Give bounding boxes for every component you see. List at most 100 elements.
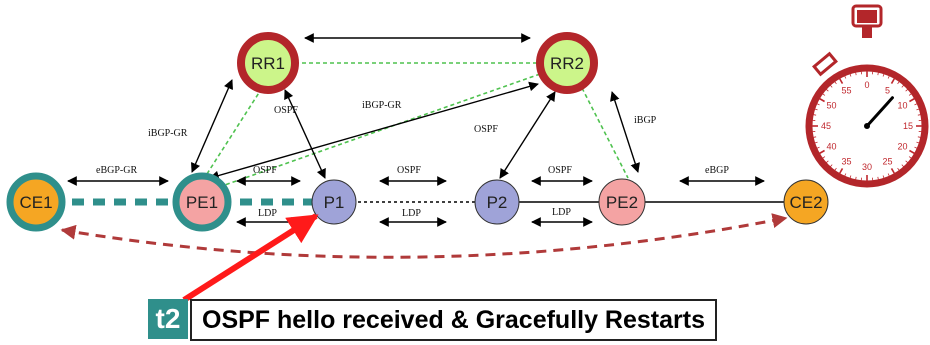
rr1-pe1-dashed bbox=[204, 87, 263, 178]
stopwatch-tick bbox=[882, 73, 885, 77]
node-ce1-label: CE1 bbox=[19, 193, 52, 212]
stopwatch-tick bbox=[909, 149, 916, 155]
stopwatch-tick bbox=[887, 173, 890, 177]
stopwatch-tick bbox=[834, 81, 837, 85]
stopwatch-tick bbox=[825, 88, 829, 92]
stopwatch-tick bbox=[838, 168, 844, 175]
node-p2-label: P2 bbox=[487, 193, 508, 212]
node-rr2: RR2 bbox=[536, 32, 598, 94]
stopwatch-tick bbox=[855, 72, 857, 76]
node-ce2-label: CE2 bbox=[789, 193, 822, 212]
arrow-rr2-pe2 bbox=[610, 91, 640, 173]
stopwatch-tick bbox=[844, 75, 847, 79]
stopwatch-number: 0 bbox=[864, 80, 869, 90]
stopwatch-tick bbox=[916, 141, 920, 144]
stopwatch-tick bbox=[838, 77, 844, 84]
stopwatch-tick bbox=[908, 156, 912, 159]
arrow-rr1-pe1 bbox=[191, 79, 233, 173]
stopwatch-tick bbox=[822, 93, 826, 96]
stopwatch-tick bbox=[901, 84, 905, 88]
node-pe1: PE1 bbox=[172, 172, 232, 232]
stopwatch-tick bbox=[901, 164, 905, 168]
arrow-rr1-p1 bbox=[284, 89, 326, 179]
stopwatch-hand bbox=[865, 96, 894, 128]
stopwatch-number: 55 bbox=[841, 85, 851, 95]
end-to-end-arc bbox=[60, 213, 788, 259]
node-p1: P1 bbox=[311, 179, 357, 225]
label-ldp-p1-p2: LDP bbox=[402, 208, 421, 219]
stopwatch-tick bbox=[816, 103, 820, 106]
stopwatch-number: 5 bbox=[885, 85, 890, 95]
stopwatch-ticks bbox=[812, 71, 922, 181]
label-ebgp-gr: eBGP-GR bbox=[96, 165, 137, 176]
stopwatch-tick bbox=[897, 81, 900, 85]
stopwatch-tick bbox=[813, 114, 817, 116]
label-ospf-p2-pe2: OSPF bbox=[548, 165, 572, 176]
stopwatch-tick bbox=[855, 176, 857, 180]
stopwatch-number: 40 bbox=[826, 142, 836, 152]
label-ibgp-gr-mid: iBGP-GR bbox=[362, 100, 402, 111]
arrow-rr2-pe1 bbox=[209, 81, 539, 181]
stopwatch-tick bbox=[849, 175, 852, 179]
stopwatch-tick bbox=[914, 146, 918, 149]
label-ibgp: iBGP bbox=[634, 115, 657, 126]
node-rr2-label: RR2 bbox=[550, 54, 584, 73]
stopwatch-tick bbox=[890, 77, 896, 84]
stopwatch-tick bbox=[825, 160, 829, 164]
stopwatch-number: 25 bbox=[882, 157, 892, 167]
stopwatch-number: 20 bbox=[897, 142, 907, 152]
stopwatch-tick bbox=[816, 146, 820, 149]
node-p2: P2 bbox=[474, 179, 520, 225]
stopwatch-numbers: 0 5 10 15 20 25 30 35 40 45 50 55 bbox=[821, 80, 913, 172]
stopwatch-tick bbox=[844, 173, 847, 177]
stopwatch-tick bbox=[877, 72, 879, 76]
node-pe1-label: PE1 bbox=[186, 193, 218, 212]
rr2-pe2-dashed bbox=[581, 87, 629, 179]
label-ospf-pe1-p1: OSPF bbox=[253, 165, 277, 176]
label-ldp-pe1-p1: LDP bbox=[258, 208, 277, 219]
stopwatch-tick bbox=[834, 167, 837, 171]
stopwatch-tick bbox=[905, 160, 909, 164]
stopwatch-tick bbox=[818, 149, 825, 155]
stopwatch-tick bbox=[905, 88, 909, 92]
pointer-arrow bbox=[182, 213, 319, 303]
stopwatch-tick bbox=[897, 167, 900, 171]
stopwatch-tick bbox=[887, 75, 890, 79]
stopwatch-number: 15 bbox=[903, 121, 913, 131]
stopwatch-tick bbox=[909, 97, 916, 103]
stopwatch-tick bbox=[829, 84, 833, 88]
stopwatch-tick bbox=[890, 168, 896, 175]
stopwatch-tick bbox=[877, 176, 879, 180]
stopwatch-tick bbox=[814, 141, 818, 144]
stopwatch-tick bbox=[917, 114, 921, 116]
stopwatch-number: 50 bbox=[826, 101, 836, 111]
stopwatch-tick bbox=[849, 73, 852, 77]
label-ebgp: eBGP bbox=[705, 165, 729, 176]
label-ospf-p1-p2: OSPF bbox=[397, 165, 421, 176]
stopwatch-tick bbox=[908, 93, 912, 96]
stopwatch-tick bbox=[917, 136, 921, 138]
label-ibgp-gr-left: iBGP-GR bbox=[148, 128, 188, 139]
stopwatch-tick bbox=[822, 156, 826, 159]
step-badge: t2 bbox=[148, 299, 188, 339]
stopwatch-icon: 0 5 10 15 20 25 30 35 40 45 50 55 bbox=[805, 4, 929, 188]
stopwatch-number: 10 bbox=[897, 101, 907, 111]
node-ce2: CE2 bbox=[783, 179, 829, 225]
stopwatch-tick bbox=[814, 108, 818, 111]
stopwatch-tick bbox=[829, 164, 833, 168]
step-caption: OSPF hello received & Gracefully Restart… bbox=[190, 299, 717, 341]
node-ce1: CE1 bbox=[6, 172, 66, 232]
stopwatch-number: 35 bbox=[841, 157, 851, 167]
label-ospf-rr1-p1: OSPF bbox=[274, 105, 298, 116]
label-ldp-p2-pe2: LDP bbox=[552, 207, 571, 218]
node-p1-label: P1 bbox=[324, 193, 345, 212]
stopwatch-number: 45 bbox=[821, 121, 831, 131]
node-pe2-label: PE2 bbox=[606, 193, 638, 212]
node-rr1-label: RR1 bbox=[251, 54, 285, 73]
node-rr1: RR1 bbox=[237, 32, 299, 94]
stopwatch-tick bbox=[882, 175, 885, 179]
stopwatch-number: 30 bbox=[862, 162, 872, 172]
arrow-rr2-p2 bbox=[499, 91, 556, 179]
stopwatch-tick bbox=[916, 108, 920, 111]
